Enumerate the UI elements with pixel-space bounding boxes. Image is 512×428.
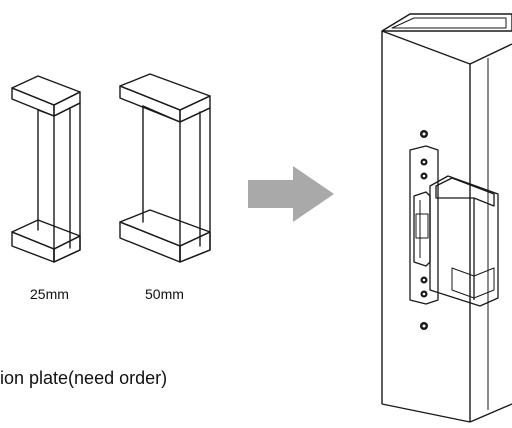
bracket-25mm	[11, 75, 81, 263]
screw-icon	[420, 130, 428, 330]
size-label-50mm: 50mm	[145, 286, 184, 302]
door-frame-post	[381, 13, 512, 423]
electric-strike	[409, 145, 499, 307]
caption-text: ion plate(need order)	[0, 368, 167, 388]
size-label-25mm: 25mm	[30, 286, 69, 302]
bracket-50mm	[119, 73, 211, 263]
right-arrow-icon	[248, 166, 334, 222]
